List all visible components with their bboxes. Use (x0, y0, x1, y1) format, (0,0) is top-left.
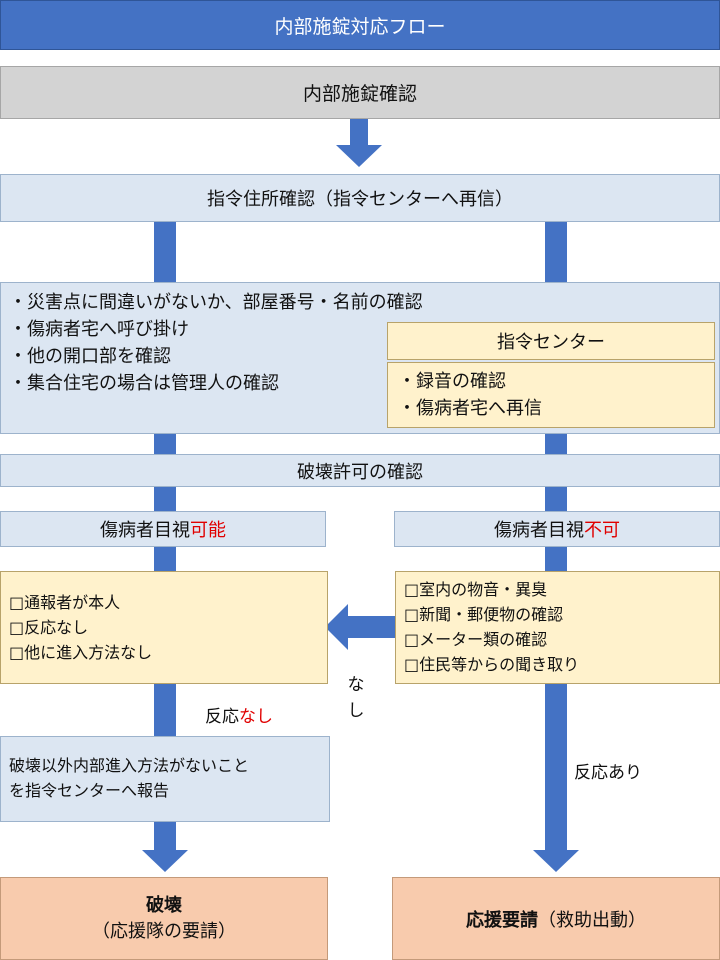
branch-not-visible-prefix: 傷病者目視 (494, 520, 584, 541)
step-address-check: 指令住所確認（指令センターへ再信） (0, 174, 720, 222)
connector-right (545, 547, 567, 571)
branch-visible-label: 傷病者目視可能 (100, 516, 226, 542)
report-box: 破壊以外内部進入方法がないこと を指令センターへ報告 (0, 736, 330, 822)
check-item: ・傷病者宅へ呼び掛け (9, 319, 189, 340)
check-item: ・災害点に間違いがないか、部屋番号・名前の確認 (9, 292, 423, 313)
connector-left (154, 487, 176, 511)
step-lock-check: 内部施錠確認 (0, 66, 720, 119)
branch-visible: 傷病者目視可能 (0, 511, 326, 547)
checklist-item: □反応なし (9, 618, 89, 637)
checklist-item: □新聞・郵便物の確認 (404, 605, 564, 624)
branch-not-visible-highlight: 不可 (584, 520, 620, 541)
label-no-response: 反応なし (205, 702, 273, 727)
checklist-item: □メーター類の確認 (404, 630, 548, 649)
right-checklist: □室内の物音・異臭 □新聞・郵便物の確認 □メーター類の確認 □住民等からの聞き… (395, 571, 720, 684)
branch-visible-highlight: 可能 (190, 520, 226, 541)
checklist-item: □他に進入方法なし (9, 643, 153, 662)
step-lock-check-text: 内部施錠確認 (302, 83, 417, 105)
result-destroy: 破壊 （応援隊の要請） (0, 877, 328, 960)
connector-horizontal-arrow (346, 616, 396, 638)
connector-right (545, 222, 567, 282)
step-address-check-text: 指令住所確認（指令センターへ再信） (207, 189, 513, 210)
label-none-char: し (347, 701, 365, 721)
connector-left (154, 684, 176, 736)
left-checklist: □通報者が本人 □反応なし □他に進入方法なし (0, 571, 328, 684)
connector-left (154, 434, 176, 454)
branch-visible-prefix: 傷病者目視 (100, 520, 190, 541)
result-request-support-sub: （救助出動） (538, 909, 646, 931)
dispatch-center-header: 指令センター (387, 322, 715, 360)
connector-right (545, 684, 567, 852)
checklist-item: □通報者が本人 (9, 593, 121, 612)
result-destroy-sub: （応援隊の要請） (92, 920, 236, 942)
connector-right (545, 434, 567, 454)
connector-arrow (350, 119, 368, 147)
dispatch-center-item: ・録音の確認 (398, 371, 506, 392)
label-none-char: な (347, 675, 365, 695)
label-response-text: 反応あり (574, 763, 642, 783)
branch-not-visible: 傷病者目視不可 (394, 511, 720, 547)
step-destroy-permission-text: 破壊許可の確認 (297, 461, 423, 483)
page-title: 内部施錠対応フロー (0, 0, 720, 50)
checklist-item: □室内の物音・異臭 (404, 580, 548, 599)
connector-left (154, 222, 176, 282)
label-no-response-highlight: なし (239, 707, 273, 727)
label-response: 反応あり (574, 758, 642, 783)
report-line: を指令センターへ報告 (9, 781, 170, 800)
dispatch-center-items: ・録音の確認 ・傷病者宅へ再信 (387, 362, 715, 428)
page-title-text: 内部施錠対応フロー (274, 15, 446, 38)
check-item: ・他の開口部を確認 (9, 346, 171, 367)
check-item: ・集合住宅の場合は管理人の確認 (9, 373, 279, 394)
checklist-item: □住民等からの聞き取り (404, 655, 580, 674)
result-request-support-label: 応援要請（救助出動） (466, 906, 646, 932)
dispatch-center-header-text: 指令センター (497, 332, 605, 353)
connector-left (154, 547, 176, 571)
step-destroy-permission: 破壊許可の確認 (0, 454, 720, 487)
result-destroy-main: 破壊 (146, 894, 182, 916)
arrow-head (533, 850, 579, 872)
connector-left (154, 822, 176, 852)
arrow-head-left (325, 604, 348, 650)
result-request-support-main: 応援要請 (466, 909, 538, 931)
arrow-head (336, 145, 382, 167)
dispatch-center-item: ・傷病者宅へ再信 (398, 398, 542, 419)
connector-right (545, 487, 567, 511)
branch-not-visible-label: 傷病者目視不可 (494, 516, 620, 542)
label-no-response-prefix: 反応 (205, 707, 239, 727)
report-line: 破壊以外内部進入方法がないこと (9, 756, 250, 775)
result-request-support: 応援要請（救助出動） (392, 877, 720, 960)
label-none-vertical: な し (346, 672, 366, 724)
arrow-head (142, 850, 188, 872)
